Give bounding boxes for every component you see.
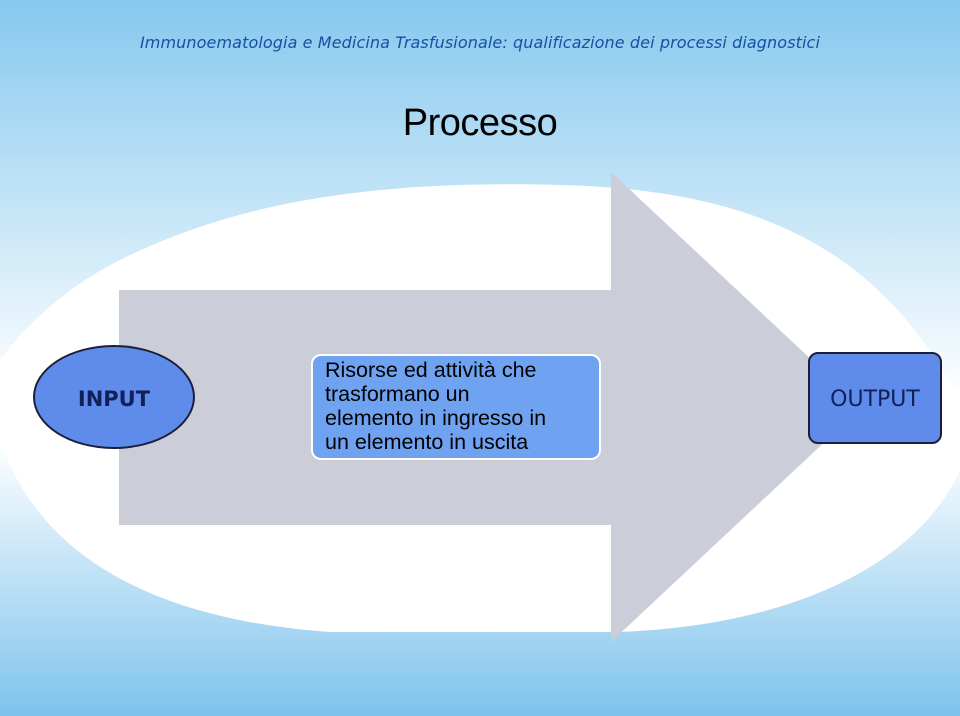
output-label: OUTPUT	[830, 386, 920, 412]
input-node: INPUT	[33, 345, 195, 449]
process-description-box: Risorse ed attività che trasformano un e…	[311, 354, 601, 460]
process-line: trasformano un	[325, 382, 470, 406]
slide-title: Processo	[402, 102, 558, 144]
input-label: INPUT	[77, 387, 151, 411]
output-node: OUTPUT	[808, 352, 942, 444]
process-line: un elemento in uscita	[325, 430, 529, 454]
presentation-header: Immunoematologia e Medicina Trasfusional…	[139, 33, 820, 52]
process-line: Risorse ed attività che	[325, 358, 537, 382]
process-line: elemento in ingresso in	[325, 406, 547, 430]
